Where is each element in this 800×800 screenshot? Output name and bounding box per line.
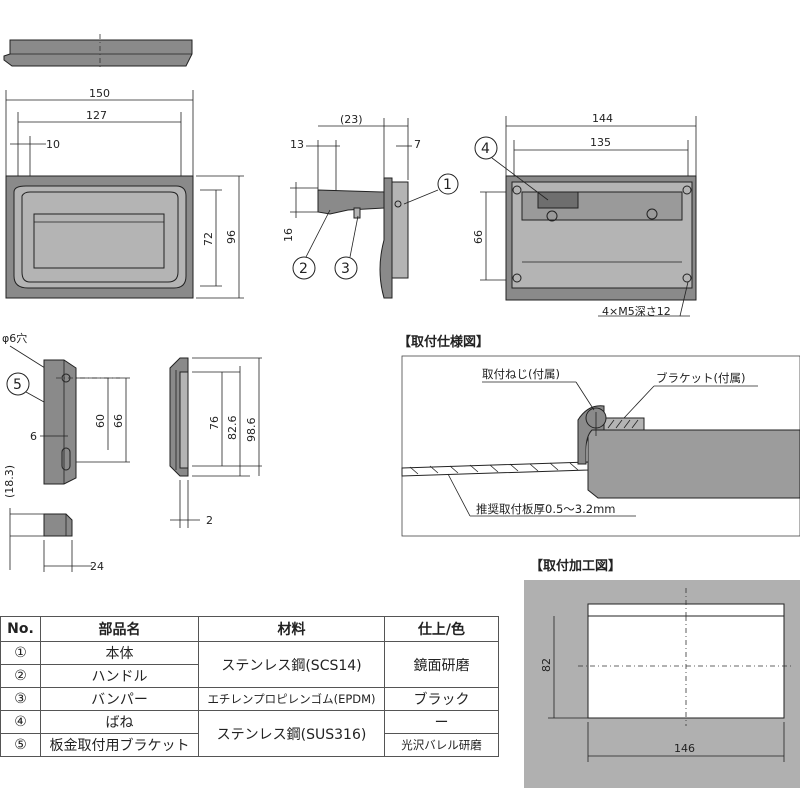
hole-label: φ6穴 (2, 331, 27, 345)
row-no: ① (0, 641, 41, 665)
row-no: ② (0, 664, 41, 688)
dim-23: (23) (340, 113, 363, 126)
row-finish: 鏡面研磨 (384, 641, 499, 688)
technical-drawing: 150 127 10 72 96 (23) 13 (2, 34, 800, 616)
profile-view: 76 82.6 98.6 2 (169, 357, 262, 528)
cutout-title: 【取付加工図】 (530, 558, 621, 574)
callout-3: 3 (341, 261, 350, 277)
screw-callout: 取付ねじ(付属) (482, 367, 560, 381)
row-name: ハンドル (40, 664, 199, 688)
table-row: ② ハンドル (0, 664, 499, 688)
row-material: エチレンプロピレンゴム(EPDM) (198, 687, 385, 711)
table-row: ③ バンパー エチレンプロピレンゴム(EPDM) ブラック (0, 687, 499, 711)
row-name: ばね (40, 710, 199, 734)
dim-96: 96 (225, 230, 238, 244)
table-row: ① 本体 ステンレス鋼(SCS14) 鏡面研磨 (0, 641, 499, 688)
table-row: ④ ばね ステンレス鋼(SUS316) ー (0, 710, 499, 757)
callout-1: 1 (443, 177, 452, 193)
bracket-callout: ブラケット(付属) (656, 371, 745, 385)
header-no: No. (0, 616, 41, 642)
dim-10: 10 (46, 138, 60, 151)
dim-82-6: 82.6 (226, 416, 239, 441)
dim-24: 24 (90, 560, 104, 573)
dim-60: 60 (94, 414, 107, 428)
mounting-title: 【取付仕様図】 (398, 334, 489, 350)
row-no: ⑤ (0, 733, 41, 757)
dim-13: 13 (290, 138, 304, 151)
row-material: ステンレス鋼(SUS316) (198, 710, 385, 757)
dim-127: 127 (86, 109, 107, 122)
header-part-name: 部品名 (40, 616, 199, 642)
callout-4: 4 (481, 141, 490, 157)
dim-135: 135 (590, 136, 611, 149)
top-view (3, 34, 193, 70)
dim-66-rear: 66 (472, 230, 485, 244)
row-finish: ー (384, 710, 499, 734)
row-finish: ブラック (384, 687, 499, 711)
rear-view: 144 135 66 4 4×M5深さ12 (472, 112, 697, 318)
plate-thickness-label: 推奨取付板厚0.5～3.2mm (476, 502, 615, 516)
dim-2: 2 (206, 514, 213, 527)
dim-6: 6 (30, 430, 37, 443)
dim-82-cut: 82 (540, 658, 553, 672)
dim-18-3: (18.3) (3, 465, 16, 498)
dim-98-6: 98.6 (245, 418, 258, 443)
mounting-spec: 【取付仕様図】 取付ねじ(付属) ブラケット(付属) 推奨取付板厚0.5～3.2… (398, 334, 800, 537)
table-header-row: No. 部品名 材料 仕上/色 (0, 616, 499, 642)
dim-76: 76 (208, 416, 221, 430)
bracket-view: φ6穴 60 66 6 5 (18.3) 24 (2, 331, 130, 573)
side-view: (23) 13 7 16 1 2 3 (282, 113, 459, 299)
parts-table: No. 部品名 材料 仕上/色 ① 本体 ステンレス鋼(SCS14) 鏡面研磨 … (0, 616, 499, 757)
row-no: ④ (0, 710, 41, 734)
dim-146: 146 (674, 742, 695, 755)
front-view: 150 127 10 72 96 (5, 87, 244, 299)
row-finish: 光沢バレル研磨 (384, 733, 499, 757)
dim-150: 150 (89, 87, 110, 100)
header-finish: 仕上/色 (384, 616, 499, 642)
callout-5: 5 (13, 377, 22, 393)
row-name: バンパー (40, 687, 199, 711)
callout-2: 2 (299, 261, 308, 277)
cutout-drawing: 【取付加工図】 (524, 558, 800, 616)
dim-144: 144 (592, 112, 613, 125)
dim-66-bracket: 66 (112, 414, 125, 428)
table-row: ⑤ 板金取付用ブラケット 光沢バレル研磨 (0, 733, 499, 757)
dim-72: 72 (202, 232, 215, 246)
cutout-drawing-lower: 82 146 (524, 616, 800, 788)
header-material: 材料 (198, 616, 385, 642)
row-material: ステンレス鋼(SCS14) (198, 641, 385, 688)
row-no: ③ (0, 687, 41, 711)
dim-16: 16 (282, 228, 295, 242)
row-name: 本体 (40, 641, 199, 665)
row-name: 板金取付用ブラケット (40, 733, 199, 757)
screw-label: 4×M5深さ12 (602, 305, 671, 318)
dim-7: 7 (414, 138, 421, 151)
